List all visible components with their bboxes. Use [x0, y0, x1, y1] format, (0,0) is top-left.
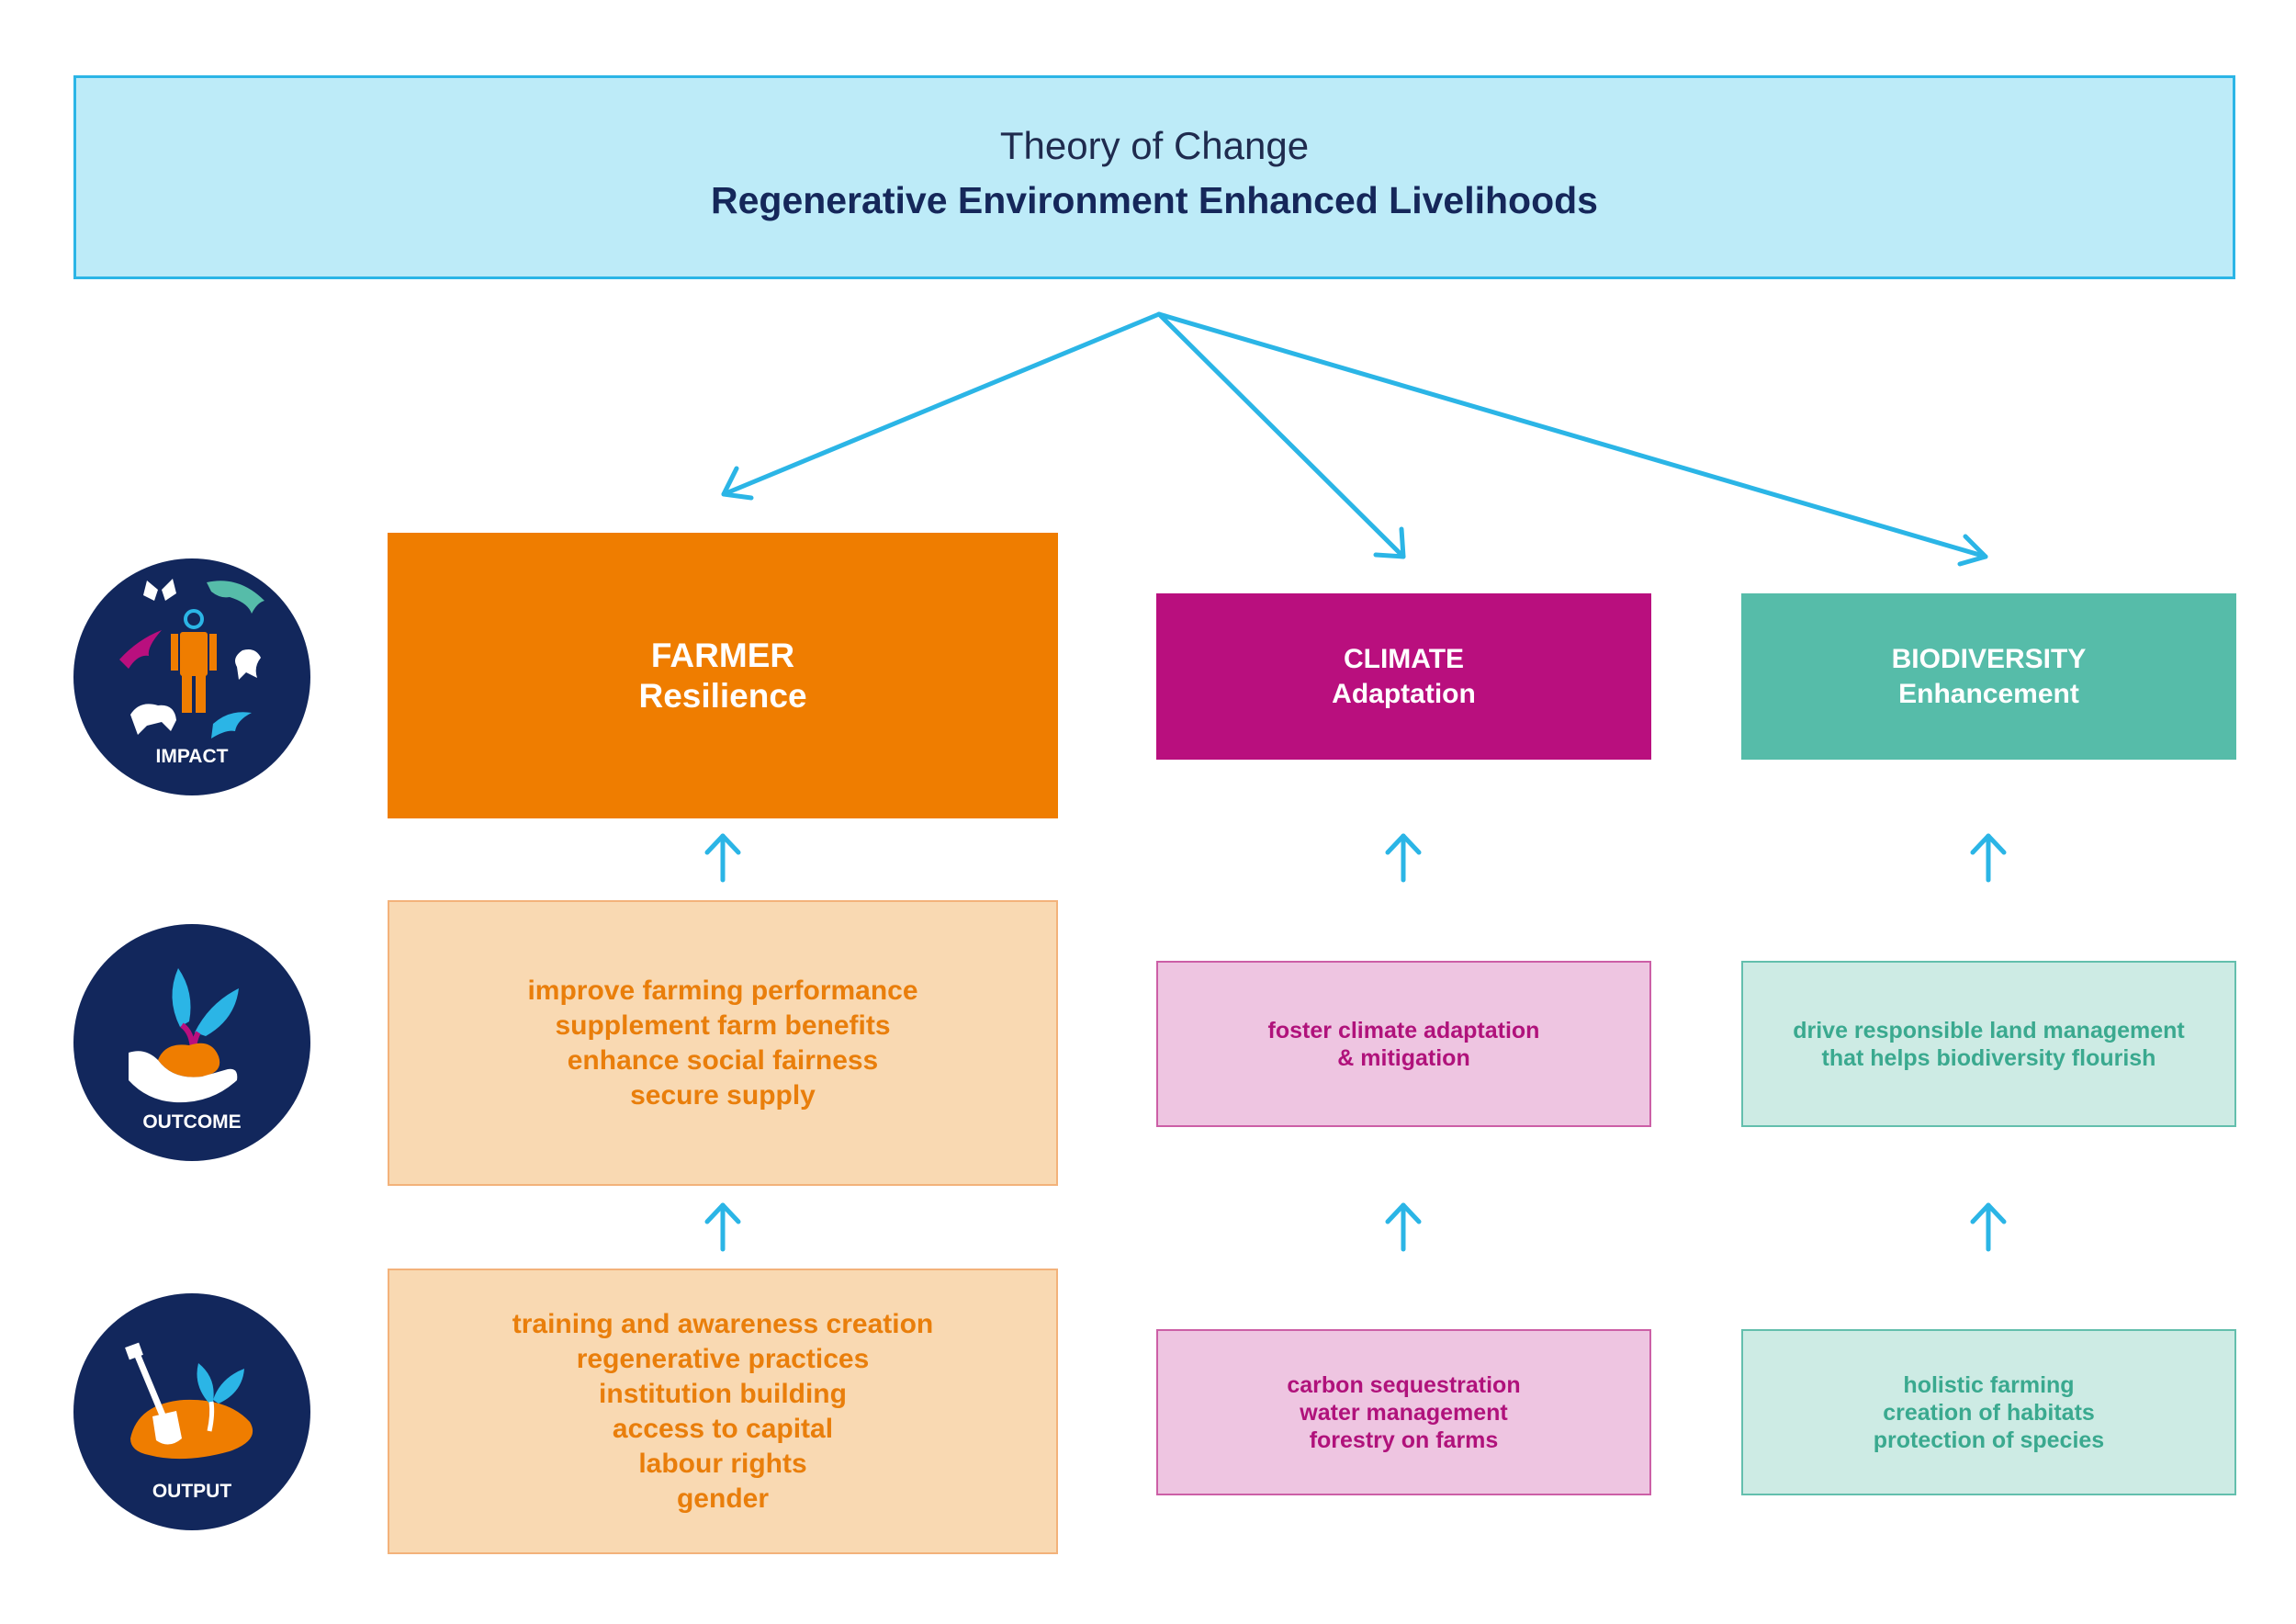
outcome-farmer-box: improve farming performance supplement f… — [388, 900, 1058, 1186]
diagram-subtitle: Regenerative Environment Enhanced Liveli… — [710, 179, 1598, 221]
arrow-to-biodiversity — [1156, 311, 1988, 559]
outcome-biodiversity-box: drive responsible land management that h… — [1741, 961, 2236, 1127]
arrow-up-head-farmer-1 — [704, 833, 741, 855]
outcome-climate-item: & mitigation — [1337, 1044, 1470, 1071]
arrow-up-head-farmer-2 — [704, 1202, 741, 1224]
impact-climate-title: CLIMATE — [1343, 643, 1465, 674]
outcome-farmer-item: secure supply — [630, 1079, 816, 1111]
arrow-to-farmer — [721, 311, 1162, 497]
output-farmer-item: access to capital — [612, 1413, 834, 1444]
impact-biodiversity-title: BIODIVERSITY — [1891, 643, 2087, 674]
arrow-head-climate — [1373, 526, 1406, 559]
arrow-head-biodiversity — [1957, 534, 1988, 567]
output-farmer-item: training and awareness creation — [512, 1308, 934, 1339]
arrow-up-head-climate-1 — [1385, 833, 1422, 855]
output-farmer-item: gender — [676, 1483, 770, 1514]
diagram-title: Theory of Change — [999, 124, 1310, 167]
impact-badge: IMPACT — [73, 558, 310, 795]
outcome-farmer-item: supplement farm benefits — [555, 1009, 891, 1041]
output-climate-item: water management — [1300, 1399, 1508, 1426]
shovel-and-seedling-icon — [125, 1342, 253, 1460]
outcome-badge-label: OUTCOME — [142, 1111, 242, 1133]
output-biodiversity-item: holistic farming — [1903, 1371, 2075, 1398]
arrow-up-head-climate-2 — [1385, 1202, 1422, 1224]
impact-climate-box: CLIMATE Adaptation — [1156, 593, 1651, 760]
outcome-farmer-item: enhance social fairness — [567, 1044, 879, 1076]
impact-biodiversity-subtitle: Enhancement — [1898, 678, 2079, 709]
output-climate-item: carbon sequestration — [1287, 1371, 1521, 1398]
output-climate-box: carbon sequestration water management fo… — [1156, 1329, 1651, 1495]
impact-farmer-title: FARMER — [650, 636, 795, 674]
output-biodiversity-box: holistic farming creation of habitats pr… — [1741, 1329, 2236, 1495]
outcome-biodiversity-item: that helps biodiversity flourish — [1821, 1044, 2156, 1071]
output-farmer-item: regenerative practices — [576, 1343, 870, 1374]
outcome-farmer-item: improve farming performance — [527, 975, 918, 1006]
arrow-up-head-biodiversity-1 — [1970, 833, 2007, 855]
outcome-badge: OUTCOME — [73, 924, 310, 1161]
impact-biodiversity-box: BIODIVERSITY Enhancement — [1741, 593, 2236, 760]
output-farmer-item: labour rights — [638, 1448, 807, 1479]
impact-farmer-box: FARMER Resilience — [388, 533, 1058, 818]
outcome-climate-box: foster climate adaptation & mitigation — [1156, 961, 1651, 1127]
outcome-biodiversity-item: drive responsible land management — [1793, 1017, 2185, 1043]
header-banner: Theory of Change Regenerative Environmen… — [73, 75, 2235, 279]
output-biodiversity-item: protection of species — [1873, 1427, 2105, 1453]
output-badge: OUTPUT — [73, 1293, 310, 1530]
output-biodiversity-item: creation of habitats — [1883, 1399, 2095, 1426]
output-farmer-item: institution building — [599, 1378, 847, 1409]
output-badge-label: OUTPUT — [152, 1481, 232, 1502]
impact-badge-label: IMPACT — [155, 746, 229, 767]
arrow-up-head-biodiversity-2 — [1970, 1202, 2007, 1224]
output-climate-item: forestry on farms — [1309, 1427, 1499, 1453]
impact-farmer-subtitle: Resilience — [638, 676, 807, 715]
outcome-climate-item: foster climate adaptation — [1267, 1017, 1540, 1043]
arrow-head-farmer — [721, 466, 754, 501]
arrow-to-climate — [1156, 311, 1406, 559]
animals-and-person-icon — [119, 579, 264, 739]
output-farmer-box: training and awareness creation regenera… — [388, 1269, 1058, 1554]
impact-climate-subtitle: Adaptation — [1332, 678, 1476, 709]
hand-holding-seedling-icon — [129, 968, 239, 1103]
